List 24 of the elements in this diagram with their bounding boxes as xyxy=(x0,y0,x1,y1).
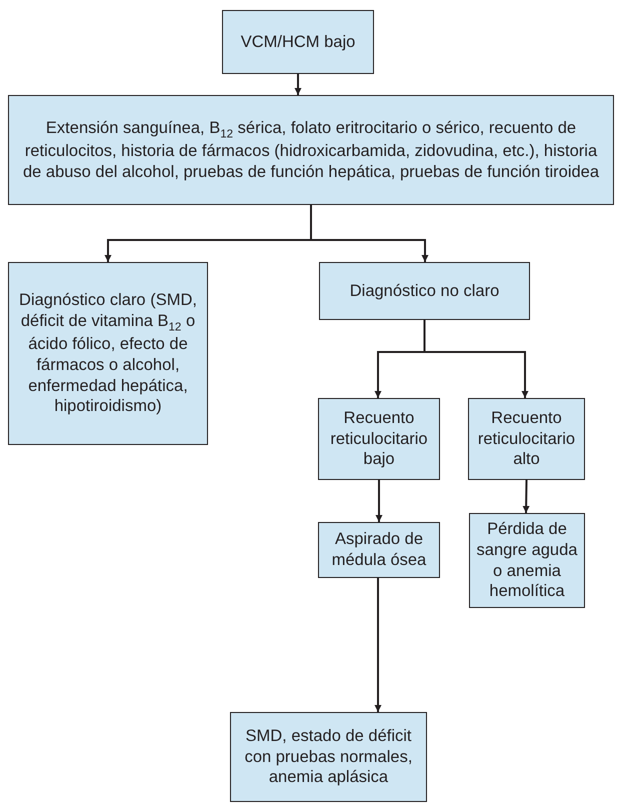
process-box xyxy=(222,10,374,74)
process-box xyxy=(8,95,614,205)
box-text: VCM/HCM bajo xyxy=(240,32,356,52)
process-box xyxy=(8,262,208,445)
arrow xyxy=(374,578,382,712)
process-box xyxy=(318,522,440,578)
arrow xyxy=(310,205,428,262)
box-text: Aspirado de médula ósea xyxy=(330,529,428,571)
box-text: Recuento reticulocitario bajo xyxy=(329,408,429,470)
process-box xyxy=(319,262,530,320)
process-box xyxy=(318,398,440,480)
arrow xyxy=(522,480,530,514)
arrow xyxy=(294,74,302,95)
box-text: Pérdida de sangre aguda o anemia hemolítica xyxy=(476,519,578,602)
process-box xyxy=(468,398,585,480)
box-text: SMD, estado de déficit con pruebas normales, anemia aplásica xyxy=(244,726,414,788)
process-box xyxy=(469,513,585,608)
box-text: Extensión sanguínea, B$_{12}$ sérica, folato eritrocitario o sérico, recuento de reticulocitos, historia de fármacos (hidroxicarbamida, zidovudina, etc.), historia de abuso del alcohol, pruebas de función hepática, pruebas de función tiroidea xyxy=(22,118,600,182)
arrow xyxy=(376,480,382,522)
process-box xyxy=(230,712,427,802)
box-text: Diagnóstico claro (SMD, déficit de vitamina B$_{12}$ o ácido fólico, efecto de fármacos o alcohol, enfermedad hepática, hipotiroidismo) xyxy=(18,290,198,417)
box-text: Recuento reticulocitario alto xyxy=(476,408,576,470)
arrow xyxy=(424,320,528,398)
box-text: Diagnóstico no claro xyxy=(350,280,500,302)
